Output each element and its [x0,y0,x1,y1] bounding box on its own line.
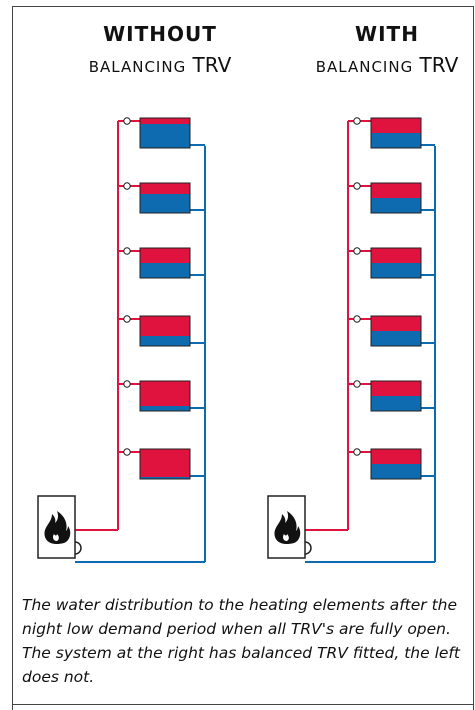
system-with-radiator-1 [370,117,422,149]
system-with-radiator-4 [370,315,422,347]
system-with-radiator-hot-4 [371,316,421,331]
system-with-valve-3 [353,247,361,255]
heading-with-subtitle: BALANCING TRV [292,53,475,79]
system-without-valve-4 [123,315,131,323]
system-with-radiator-6 [370,448,422,480]
system-without-valve-3 [123,247,131,255]
caption: The water distribution to the heating el… [22,596,460,686]
bottom-rule [12,704,474,705]
system-with-radiator-5 [370,380,422,412]
system-without-valve-2 [123,182,131,190]
system-without-radiator-hot-4 [140,316,190,336]
heading-with-smallcaps: BALANCING [315,58,414,76]
system-without-radiator-1 [139,117,191,149]
system-without-valve-5 [123,380,131,388]
heading-without-tail: TRV [186,53,232,77]
system-without-radiator-6 [139,448,191,480]
system-without-valve-1 [123,117,131,125]
system-with-radiator-3 [370,247,422,279]
system-without-pump-loop [74,541,82,555]
system-with-radiator-hot-2 [371,183,421,198]
system-without-radiator-hot-3 [140,248,190,263]
system-without-radiator-5 [139,380,191,412]
system-without-radiator-hot-5 [140,381,190,406]
system-with-valve-2 [353,182,361,190]
heading-without-subtitle: BALANCING TRV [50,53,270,79]
heading-with-tail: TRV [413,53,459,77]
system-without-radiator-hot-1 [140,118,190,124]
heading-without: WITHOUT BALANCING TRV [50,22,270,79]
system-with-pump-loop [304,541,312,555]
flame-icon [274,511,301,544]
heading-without-smallcaps: BALANCING [88,58,187,76]
system-without-radiator-2 [139,182,191,214]
system-with-radiator-hot-1 [371,118,421,133]
heading-without-title: WITHOUT [103,22,217,46]
system-with-valve-5 [353,380,361,388]
system-with-valve-4 [353,315,361,323]
system-without-radiator-hot-6 [140,449,190,477]
system-with-valve-1 [353,117,361,125]
system-with-radiator-hot-6 [371,449,421,464]
system-with-radiator-2 [370,182,422,214]
heading-with: WITH BALANCING TRV [292,22,475,79]
heading-with-title: WITH [355,22,419,46]
system-with-radiator-hot-5 [371,381,421,396]
system-without-radiator-4 [139,315,191,347]
system-with-radiator-hot-3 [371,248,421,263]
system-without-radiator-3 [139,247,191,279]
system-without-valve-6 [123,448,131,456]
flame-icon [44,511,71,544]
system-without-radiator-hot-2 [140,183,190,194]
system-with-valve-6 [353,448,361,456]
